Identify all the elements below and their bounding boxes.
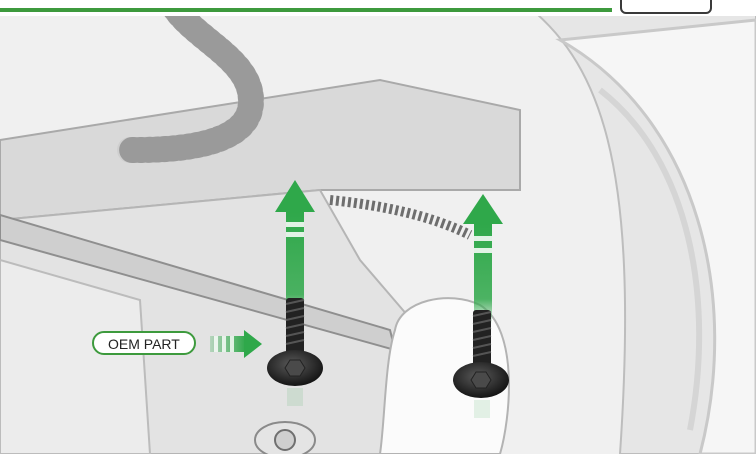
oem-part-callout: OEM PART [92,331,196,355]
header-rule [0,8,612,12]
step-badge [620,0,712,14]
